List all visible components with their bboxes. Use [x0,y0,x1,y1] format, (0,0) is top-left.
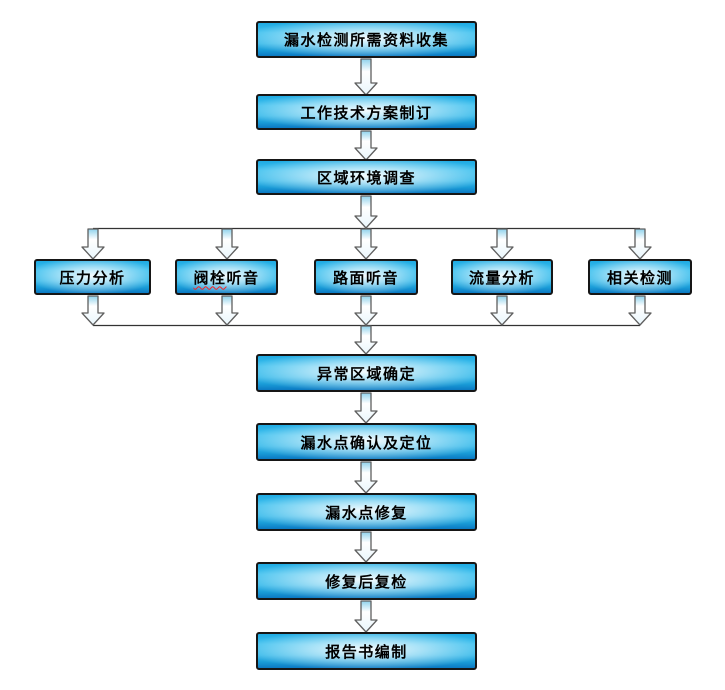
flow-arrow [354,600,378,633]
flow-arrow [354,58,378,96]
flow-arrow [628,295,652,326]
branch-step-pressure-analysis: 压力分析 [34,259,151,295]
flow-arrow [215,228,239,260]
flow-step-leak-confirm-label: 漏水点确认及定位 [300,433,433,452]
flow-step-leak-repair: 漏水点修复 [256,493,477,531]
flow-step-recheck-label: 修复后复检 [325,572,408,591]
flow-step-abnormal-area-label: 异常区域确定 [316,364,416,383]
flow-arrow [354,228,378,260]
flow-arrow [628,228,652,260]
flow-step-leak-confirm: 漏水点确认及定位 [256,423,477,461]
flow-step-abnormal-area: 异常区域确定 [256,354,477,392]
flow-arrow [490,228,514,260]
flow-arrow [354,392,378,424]
branch-step-valve-listening: 阀栓听音 [175,259,278,295]
branch-step-flow-analysis: 流量分析 [451,259,553,295]
branch-step-valve-listening-label-rest: 听音 [226,268,260,287]
flow-arrow [354,130,378,161]
flow-step-survey-label: 区域环境调查 [316,168,416,187]
branch-step-correlation-detection-label: 相关检测 [606,268,673,287]
spellcheck-underline: 阀栓 [193,268,227,287]
flow-arrow [354,195,378,229]
branch-step-road-listening: 路面听音 [314,259,418,295]
flow-arrow [81,228,105,260]
flow-step-survey: 区域环境调查 [256,159,477,195]
flow-arrow [354,461,378,494]
flow-step-recheck: 修复后复检 [256,562,477,600]
flow-step-plan-label: 工作技术方案制订 [300,103,433,122]
branch-step-correlation-detection: 相关检测 [588,259,692,295]
flow-step-plan: 工作技术方案制订 [256,94,477,130]
flow-step-report-label: 报告书编制 [325,642,408,661]
branch-step-pressure-analysis-label: 压力分析 [59,268,126,287]
flow-arrow [81,295,105,326]
flow-arrow [215,295,239,326]
flow-arrow [490,295,514,326]
flow-step-collect: 漏水检测所需资料收集 [256,21,477,58]
flow-arrow [354,325,378,355]
flow-arrow [354,531,378,563]
branch-step-flow-analysis-label: 流量分析 [468,268,535,287]
flow-step-collect-label: 漏水检测所需资料收集 [283,31,449,49]
branch-step-valve-listening-label: 阀栓听音 [193,267,259,288]
flow-step-leak-repair-label: 漏水点修复 [325,503,408,522]
branch-step-road-listening-label: 路面听音 [332,268,399,287]
flow-arrow [354,295,378,326]
flow-step-report: 报告书编制 [256,632,477,670]
